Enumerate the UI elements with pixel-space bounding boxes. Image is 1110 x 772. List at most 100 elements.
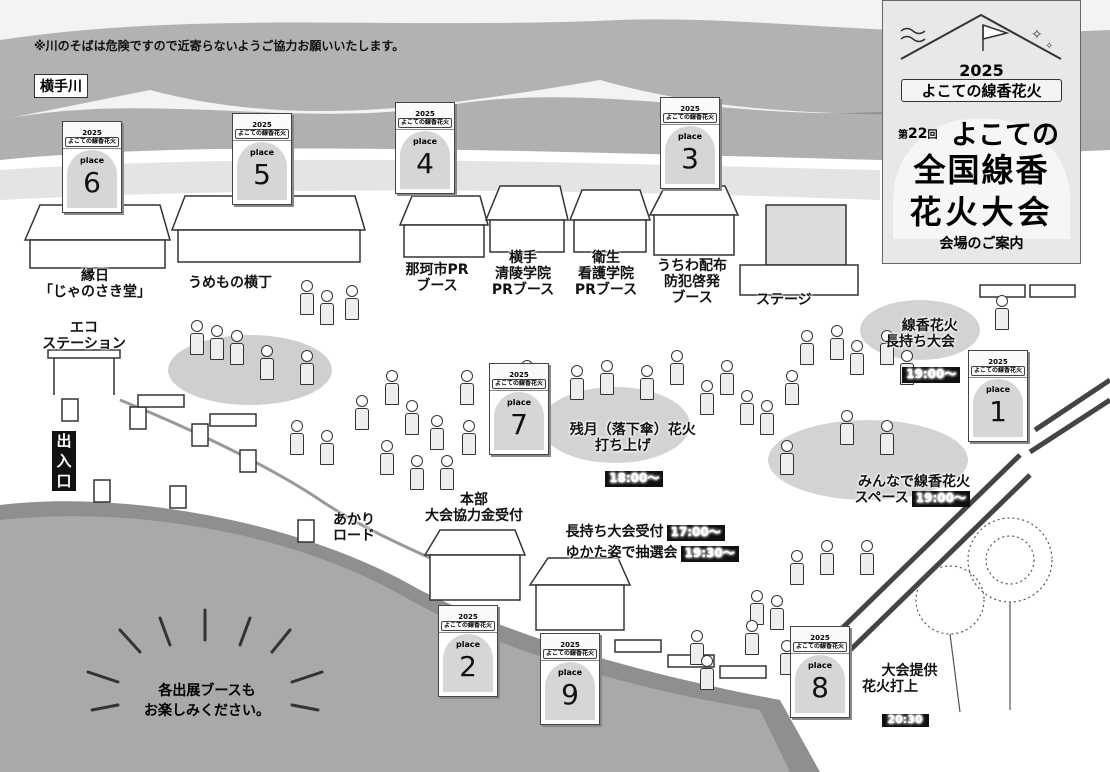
edition-prefix: 第 [898, 130, 908, 141]
enjoy-message: 各出展ブースも お楽しみください。 [144, 683, 270, 719]
tent-roof [398, 195, 489, 226]
bench [719, 665, 767, 679]
place-arch [67, 150, 117, 208]
place-word: place [249, 148, 275, 157]
person-figure [670, 350, 684, 385]
riverside-fence [828, 377, 1110, 662]
place-number: 8 [811, 671, 829, 704]
person-figure [700, 380, 714, 415]
teikyo-time: 20:30 [881, 714, 929, 728]
label-teikyo: 大会提供 花火打上 20:30 [862, 647, 938, 744]
label-seiryo: 横手 清陵学院 PRブース [491, 250, 555, 299]
fence-rail [838, 473, 1032, 662]
logo-subtitle: 会場のご案内 [939, 236, 1024, 252]
place-title: よこての線香花火 [543, 649, 597, 659]
ray [290, 703, 320, 712]
fence-rail [828, 453, 1022, 642]
ray [86, 670, 120, 684]
tent-roof [484, 185, 569, 221]
person-figure [460, 370, 474, 405]
label-akari-road: あかり ロード [333, 512, 375, 545]
bench [137, 394, 185, 408]
eco-station [47, 349, 121, 395]
bench [209, 413, 257, 427]
label-stage: ステージ [756, 292, 812, 308]
logo-roof-icon: ✧ ✧ [900, 13, 1062, 60]
place-year: 2025 [988, 358, 1008, 366]
logo-title-line3: 花火大会 [909, 193, 1054, 231]
minna-time: 19:00〜 [911, 491, 970, 507]
place-title: よこての線香花火 [235, 129, 289, 139]
svg-text:✧: ✧ [1031, 27, 1043, 43]
person-figure [745, 620, 759, 655]
bench [614, 639, 662, 653]
lantern [93, 479, 111, 503]
person-figure [690, 630, 704, 665]
place-word: place [557, 668, 583, 677]
uketsuke-text: 長持ち大会受付 [565, 524, 664, 541]
person-figure [345, 285, 359, 320]
tent-body [573, 219, 647, 253]
bench [1029, 284, 1076, 298]
person-figure [320, 430, 334, 465]
label-uchiwa: うちわ配布 防犯啓発 ブース [657, 258, 727, 307]
person-figure [720, 360, 734, 395]
person-figure [462, 420, 476, 455]
place-arch [665, 126, 715, 184]
place-title: よこての線香花火 [971, 366, 1025, 376]
person-figure [210, 325, 224, 360]
logo-edition: 第22回 [898, 126, 937, 142]
label-eisei: 衛生 看護学院 PRブース [574, 250, 638, 299]
lantern [61, 398, 79, 422]
ray [238, 616, 252, 647]
person-figure [995, 295, 1009, 330]
booth-tents [23, 185, 740, 269]
tent-body [29, 239, 166, 269]
teikyo-text: 大会提供 花火打上 [862, 663, 938, 696]
place-year: 2025 [82, 129, 102, 137]
lantern [129, 406, 147, 430]
nagamochi-text: 線香花火 長持ち大会 [885, 318, 958, 351]
logo-year: 2025 [959, 61, 1004, 80]
person-figure [840, 410, 854, 445]
place-number: 6 [83, 166, 101, 199]
place-number: 9 [561, 678, 579, 711]
logo-title-line1: よこての [951, 120, 1059, 151]
person-figure [820, 540, 834, 575]
place-arch [400, 131, 450, 189]
safety-notice: ※川のそばは危険ですので近寄らないようご協力お願いいたします。 [34, 39, 405, 53]
place-title: よこての線香花火 [663, 113, 717, 123]
fence-rail [1033, 377, 1110, 433]
person-figure [770, 595, 784, 630]
person-figure [300, 280, 314, 315]
edition-number: 22 [908, 126, 928, 142]
uketsuke-time: 17:00〜 [666, 525, 725, 541]
exit-label: 出入口 [52, 431, 76, 491]
lantern-row [61, 398, 315, 543]
person-figure [385, 370, 399, 405]
label-umemono: うめもの横丁 [188, 275, 272, 291]
place-number: 5 [253, 158, 271, 191]
person-figure [380, 440, 394, 475]
place-title: よこての線香花火 [441, 621, 495, 631]
person-figure [320, 290, 334, 325]
hq-tent-roof [423, 529, 527, 556]
person-figure [740, 390, 754, 425]
person-figure [430, 415, 444, 450]
